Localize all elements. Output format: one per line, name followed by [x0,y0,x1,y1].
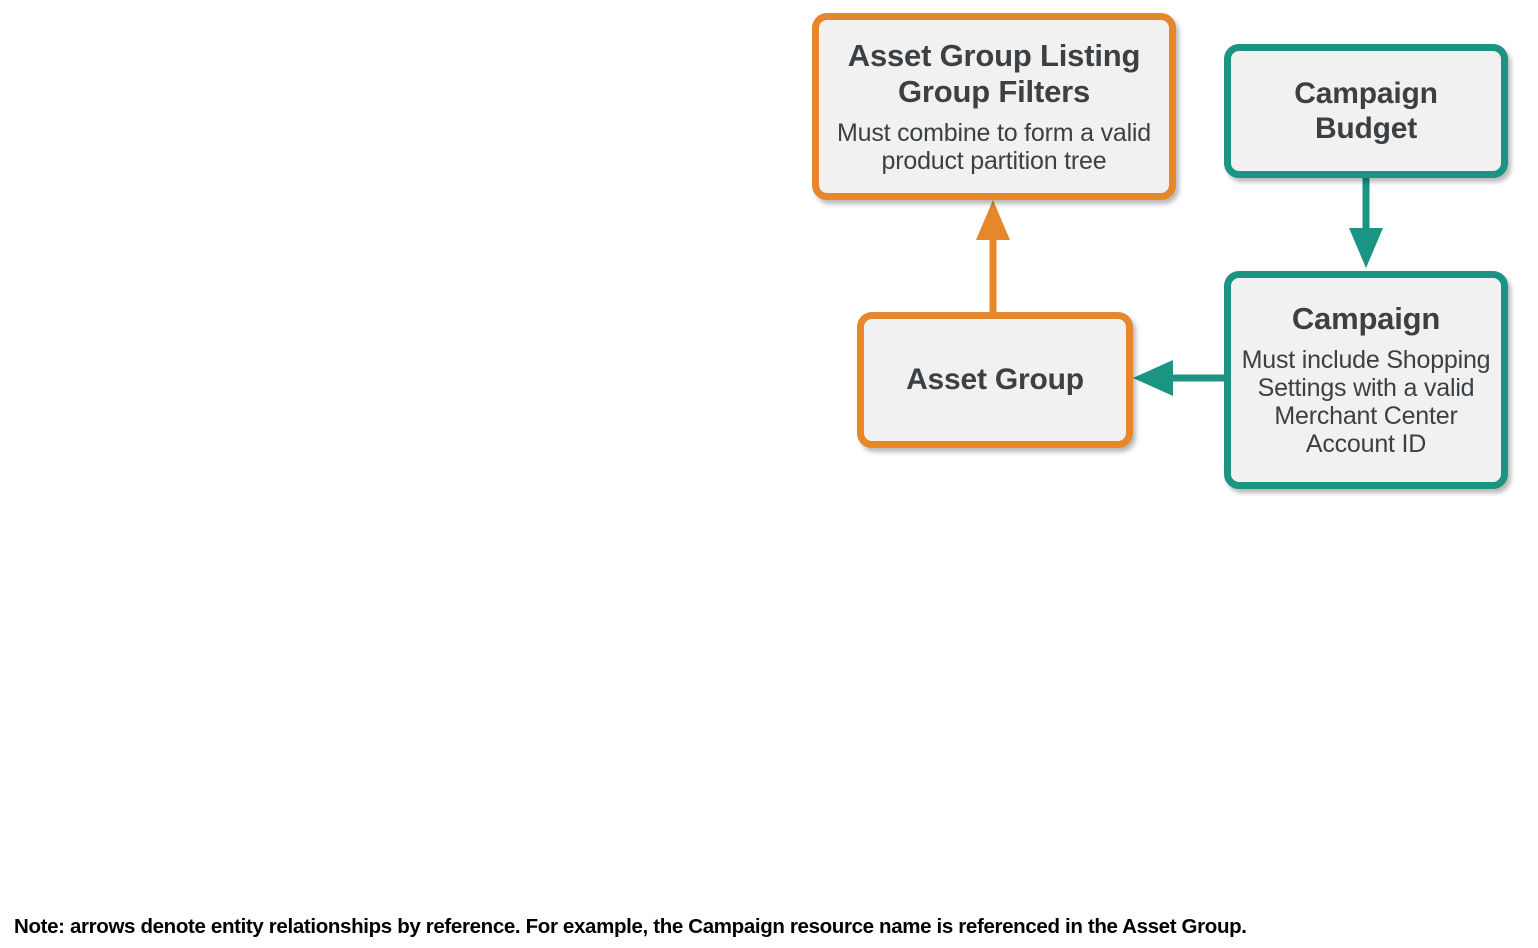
node-asset-group-listing-group-filters[interactable]: Asset Group Listing Group Filters Must c… [812,13,1176,200]
node-asset-group[interactable]: Asset Group [857,312,1133,448]
arrow-campaign-to-asset-group [1133,360,1227,396]
node-title: Campaign Budget [1294,76,1438,145]
node-subtitle: Must combine to form a valid product par… [837,119,1151,176]
arrow-head-up [976,200,1010,240]
node-subtitle: Must include Shopping Settings with a va… [1241,345,1491,459]
footer-note: Note: arrows denote entity relationships… [14,915,1247,938]
arrow-asset-group-to-listing-group-filters [976,200,1010,318]
node-campaign-budget[interactable]: Campaign Budget [1224,44,1508,178]
node-campaign[interactable]: Campaign Must include Shopping Settings … [1224,271,1508,489]
arrow-head-down [1349,228,1383,268]
node-title: Campaign [1291,301,1441,337]
node-title: Asset Group Listing Group Filters [847,37,1141,109]
arrow-head-left [1133,360,1173,396]
node-title: Asset Group [906,363,1084,397]
arrow-campaign-budget-to-campaign [1349,176,1383,268]
